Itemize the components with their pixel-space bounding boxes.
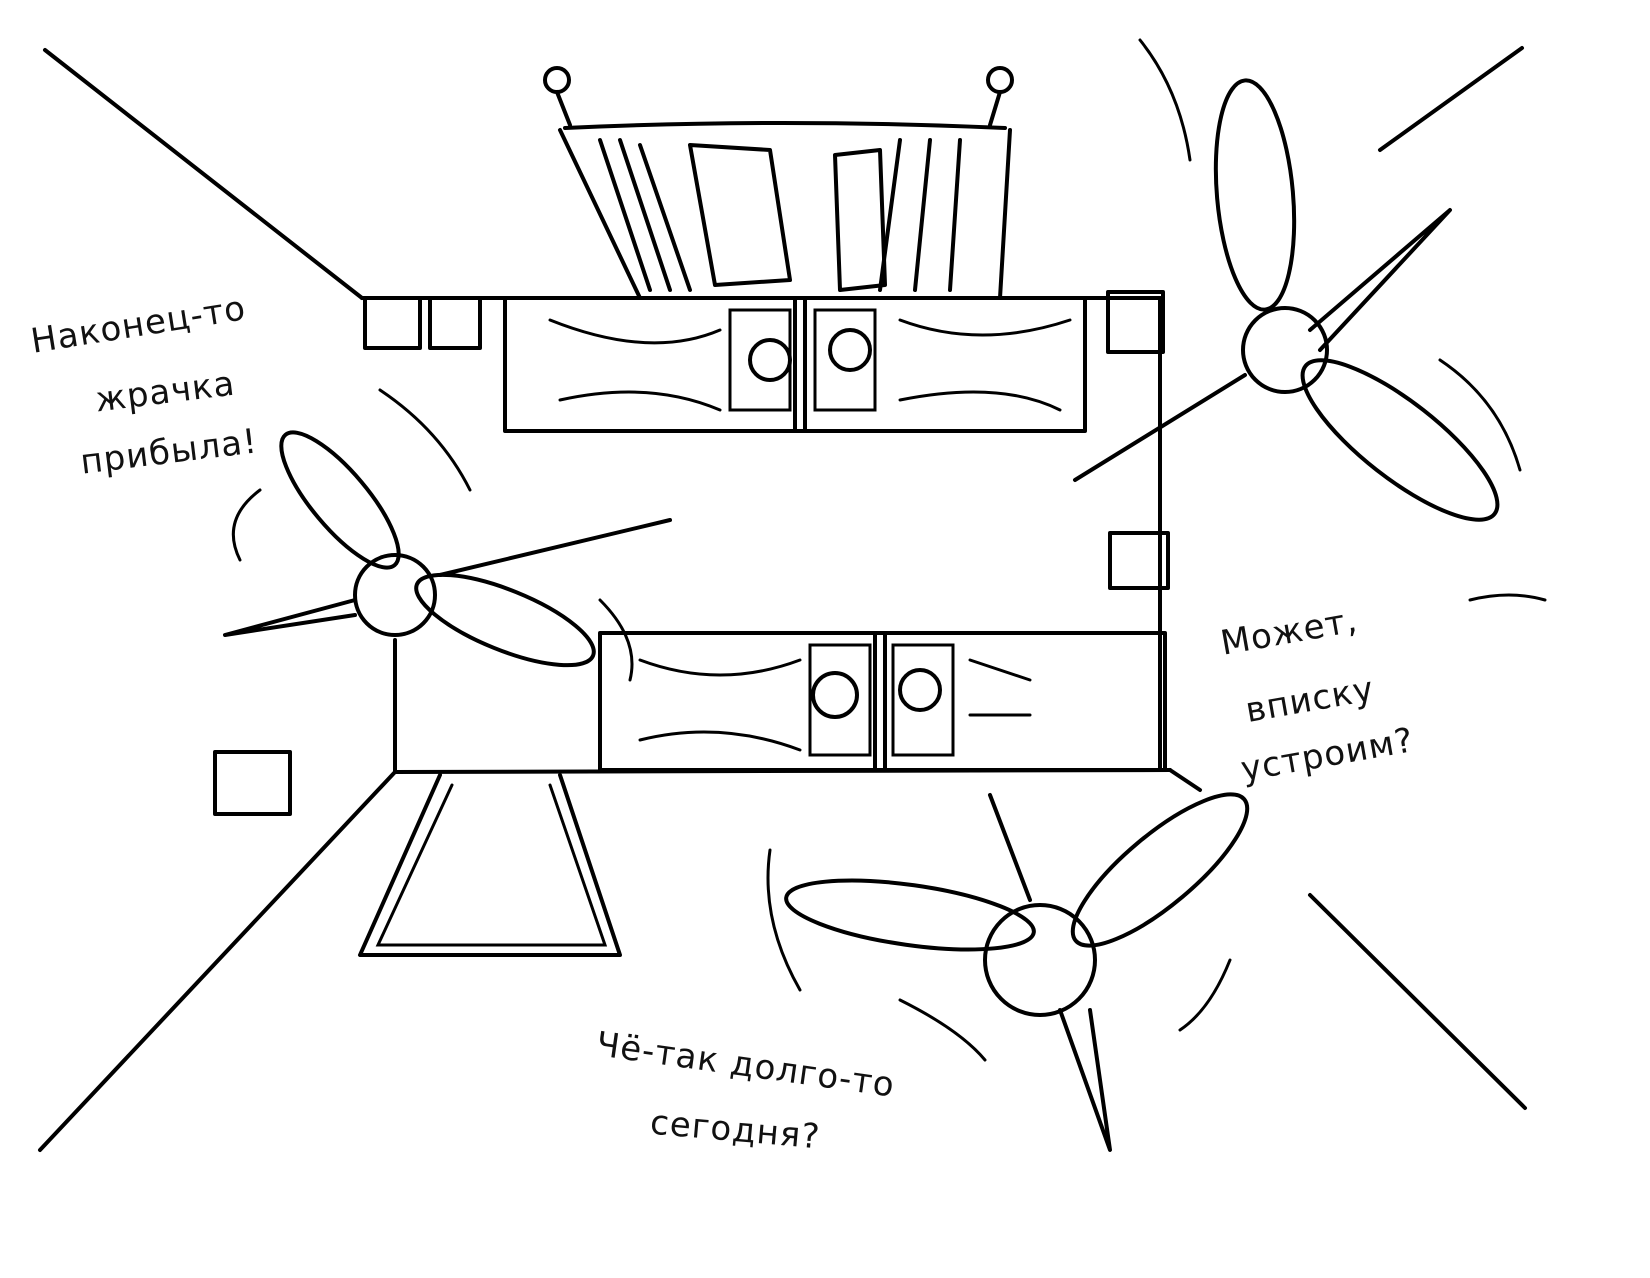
mosquito-right (1073, 38, 1547, 602)
radiator-heater (213, 750, 292, 816)
window-with-curtains (543, 66, 1014, 300)
mosquito-bottom (766, 792, 1250, 1152)
bottom-bed (598, 631, 1167, 772)
top-bed (503, 296, 1087, 433)
picture-frame (428, 296, 482, 350)
mosquito-left (223, 388, 672, 682)
room-walls (38, 46, 1527, 1152)
wall-box (1108, 531, 1170, 590)
wall-box (1106, 290, 1165, 354)
door-rug (358, 773, 622, 957)
shelf-box (363, 296, 422, 350)
